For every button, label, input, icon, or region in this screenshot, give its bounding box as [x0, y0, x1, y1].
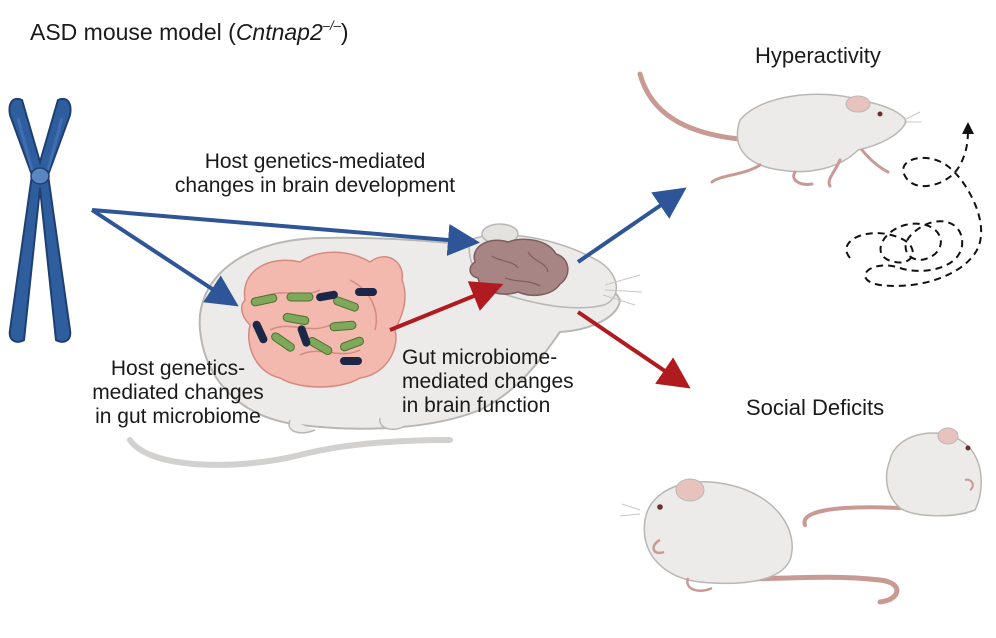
sitting-mouse-icon	[802, 427, 982, 527]
label-line: in brain function	[402, 394, 551, 417]
label-line: Host genetics-mediated	[204, 150, 426, 173]
label-host-brain: Host genetics-mediated changes in brain …	[160, 150, 470, 198]
movement-path-icon	[845, 122, 983, 287]
label-gut-brain: Gut microbiome- mediated changes in brai…	[402, 346, 574, 418]
arrow-gut-to-brain	[389, 281, 504, 332]
title-superscript: –/–	[322, 18, 341, 33]
red-arrows	[389, 281, 691, 389]
label-host-gut: Host genetics- mediated changes in gut m…	[78, 357, 278, 429]
sitting-mouse-icon	[619, 478, 900, 605]
hyperactivity-label: Hyperactivity	[755, 43, 881, 68]
running-mouse-icon	[637, 71, 922, 188]
title-prefix: ASD mouse model (	[30, 19, 236, 45]
label-line: changes in brain development	[174, 174, 456, 197]
chromosome-icon	[8, 98, 72, 343]
label-line: Gut microbiome-	[402, 346, 558, 369]
arrow-chromosome-to-gut	[90, 208, 239, 307]
social-deficits-label: Social Deficits	[746, 395, 885, 420]
blue-arrows	[90, 187, 687, 307]
arrow-chromosome-to-brain	[91, 208, 480, 256]
title-suffix: )	[340, 19, 349, 45]
title-gene: Cntnap2	[235, 19, 323, 45]
arrow-brain-to-social-deficits	[576, 310, 691, 389]
label-line: mediated changes	[402, 370, 574, 393]
label-line: mediated changes	[92, 381, 264, 404]
label-line: Host genetics-	[110, 357, 246, 380]
label-line: in gut microbiome	[95, 405, 261, 428]
arrow-brain-to-hyperactivity	[576, 187, 687, 264]
diagram-title: ASD mouse model (Cntnap2–/–)	[30, 14, 349, 44]
